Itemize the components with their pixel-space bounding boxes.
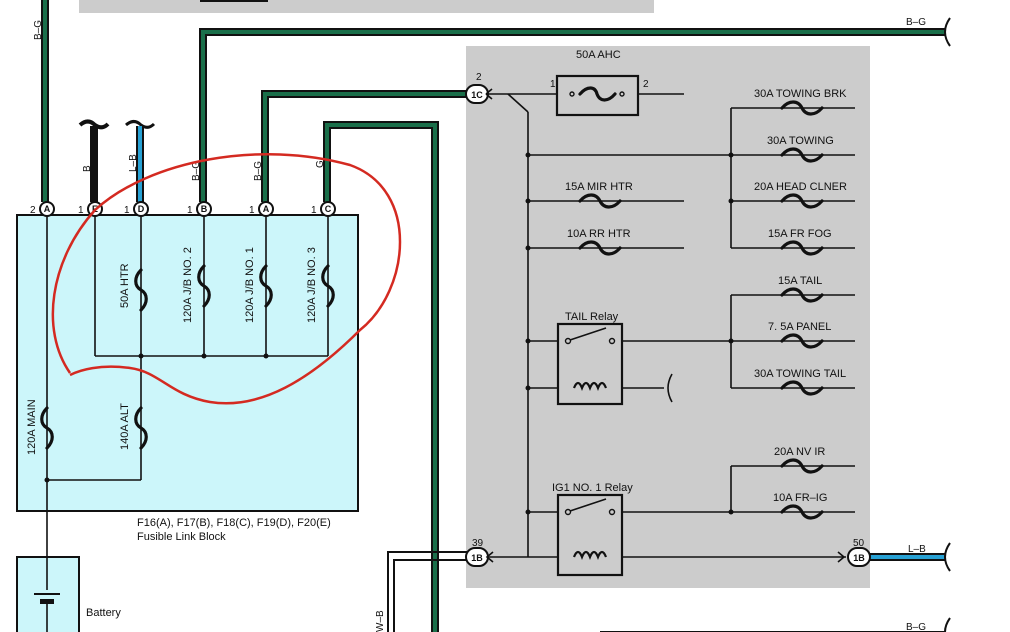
ig1-relay [556, 493, 624, 577]
junction-box [466, 46, 870, 588]
jb-connector-code: 1C [471, 90, 483, 100]
fuse-label-head-clner: 20A HEAD CLNER [754, 181, 847, 193]
fl-pin-c: 1 [311, 205, 317, 216]
fl-terminal-a-right: A [258, 201, 274, 217]
fuse-label-alt: 140A ALT [119, 403, 131, 450]
fl-terminal-code: D [138, 204, 145, 214]
fuse-label-jb2: 120A J/B NO. 2 [182, 247, 194, 323]
fuse-symbol-alt [134, 406, 148, 450]
jb-connector-code: 1B [853, 553, 865, 563]
wire-label-bg-top-right: B–G [906, 17, 926, 28]
jb-connector-1c-pin: 2 [476, 72, 482, 83]
wire-label-b: B [82, 165, 93, 172]
fuse-symbol-head-clner [780, 193, 824, 209]
fuse-symbol-jb2 [197, 264, 211, 308]
fuse-label-rr-htr: 10A RR HTR [567, 228, 631, 240]
fuse-label-main: 120A MAIN [26, 399, 38, 455]
wire-lb-d [125, 120, 156, 202]
fuse-label-towing: 30A TOWING [767, 135, 834, 147]
fuse-symbol-jb3 [321, 264, 335, 308]
wire-label-lb-d: L–B [128, 154, 139, 172]
jb-connector-1c: 1C [465, 84, 493, 104]
jb-connector-1b-left: 1B [465, 547, 494, 567]
wire-wb [387, 551, 470, 632]
wire-label-bg-b: B–G [191, 161, 202, 181]
battery-symbol [34, 558, 60, 632]
fuse-symbol-towing-tail [780, 380, 824, 396]
fuse-symbol-htr [134, 268, 148, 312]
wire-bg-a [261, 90, 468, 202]
fuse-symbol-rr-htr [578, 240, 622, 256]
fuse-label-jb3: 120A J/B NO. 3 [306, 247, 318, 323]
fl-terminal-code: A [44, 204, 51, 214]
fuse-label-towing-tail: 30A TOWING TAIL [754, 368, 846, 380]
wire-label-bg-a: B–G [253, 161, 264, 181]
fuse-label-ahc: 50A AHC [576, 49, 621, 61]
wire-bg-b [199, 28, 945, 202]
fl-pin-e: 1 [78, 205, 84, 216]
fuse-symbol-ahc [555, 74, 640, 117]
fl-terminal-a-left: A [39, 201, 55, 217]
fuse-symbol-towing-brk [780, 100, 824, 116]
fuse-label-towing-brk: 30A TOWING BRK [754, 88, 847, 100]
fl-pin-b: 1 [187, 205, 193, 216]
fuse-label-panel: 7. 5A PANEL [768, 321, 831, 333]
fl-pin-a-left: 2 [30, 205, 36, 216]
fuse-label-fr-ig: 10A FR–IG [773, 492, 827, 504]
fuse-symbol-fr-fog [780, 240, 824, 256]
fl-terminal-c: C [320, 201, 336, 217]
fl-pin-a-right: 1 [249, 205, 255, 216]
jb-connector-code: 1B [471, 553, 483, 563]
wire-label-bg-a-left: B–G [33, 20, 44, 40]
fl-pin-d: 1 [124, 205, 130, 216]
fuse-label-mir-htr: 15A MIR HTR [565, 181, 633, 193]
battery-label: Battery [86, 607, 121, 619]
jb-connector-1b-right-pin: 50 [853, 538, 865, 549]
fuse-symbol-panel [780, 333, 824, 349]
fuse-label-tail: 15A TAIL [778, 275, 822, 287]
wire-b-e [78, 119, 110, 202]
ahc-pin-right: 2 [643, 79, 649, 90]
fl-terminal-code: C [325, 204, 332, 214]
jb-connector-1b-left-pin: 39 [472, 538, 484, 549]
fl-terminal-d: D [133, 201, 149, 217]
jb-connector-1b-right: 1B [837, 547, 871, 567]
fl-terminal-b: B [196, 201, 212, 217]
tail-relay [556, 322, 624, 406]
fuse-symbol-jb1 [259, 264, 273, 308]
wire-label-bg-bottom-right: B–G [906, 622, 926, 632]
break-mark [944, 617, 951, 632]
wire-label-lb-right: L–B [908, 544, 926, 555]
break-mark [944, 17, 951, 47]
ahc-pin-left: 1 [550, 79, 556, 90]
fusible-link-caption-codes: F16(A), F17(B), F18(C), F19(D), F20(E) [137, 517, 331, 529]
fuse-symbol-nv-ir [780, 458, 824, 474]
fl-terminal-code: A [263, 204, 270, 214]
wire-g-c [323, 121, 439, 632]
tail-relay-label: TAIL Relay [565, 311, 619, 323]
fuse-symbol-fr-ig [780, 504, 824, 520]
fuse-symbol-tail [780, 287, 824, 303]
fuse-label-htr: 50A HTR [119, 263, 131, 308]
fuse-symbol-mir-htr [578, 193, 622, 209]
fuse-label-jb1: 120A J/B NO. 1 [244, 247, 256, 323]
fuse-symbol-towing [780, 147, 824, 163]
fuse-symbol-main [40, 406, 54, 450]
wire-label-wb: W–B [375, 610, 386, 632]
annotation-circle [51, 152, 402, 405]
fl-terminal-code: B [201, 204, 208, 214]
jb-branch-lines [731, 107, 855, 467]
fuse-label-fr-fog: 15A FR FOG [768, 228, 832, 240]
fusible-link-caption-name: Fusible Link Block [137, 531, 226, 543]
wire-label-g: G [315, 160, 326, 168]
top-component-box [79, 0, 654, 13]
fusible-link-block [16, 214, 359, 512]
break-mark [944, 542, 951, 572]
ig1-relay-label: IG1 NO. 1 Relay [552, 482, 633, 494]
fuse-label-nv-ir: 20A NV IR [774, 446, 825, 458]
